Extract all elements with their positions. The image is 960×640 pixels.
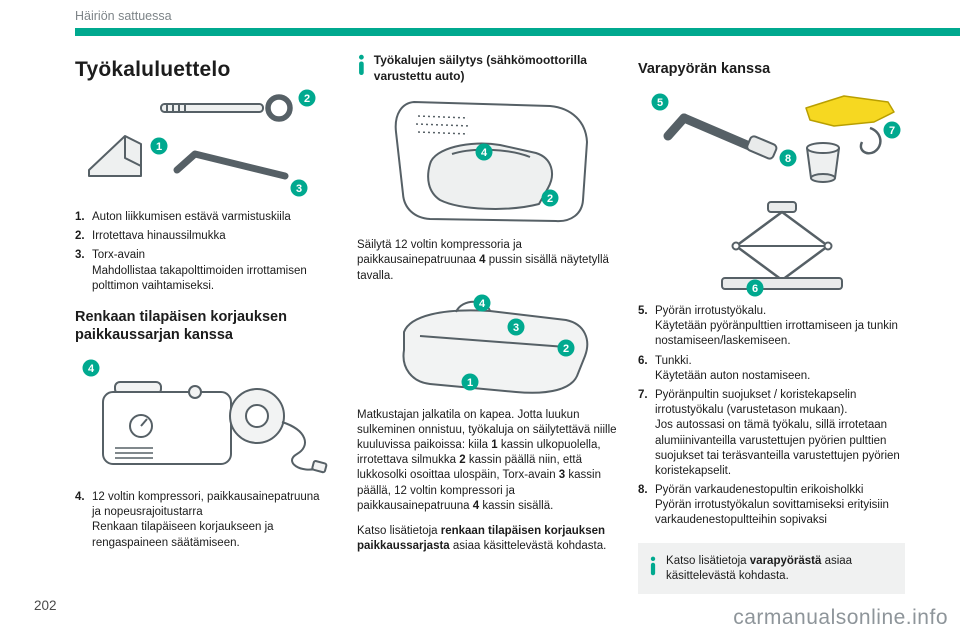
spare-wheel-info-box: Katso lisätietoja varapyörästä asiaa käs… bbox=[638, 542, 905, 594]
storage-info-title: Työkalujen säilytys (sähkömoottorilla va… bbox=[373, 53, 587, 83]
column-spare-wheel: Varapyörän kanssa 5 bbox=[638, 48, 905, 594]
badge-1: 1 bbox=[150, 137, 168, 155]
item-text-sub: Käytetään auton nostamiseen. bbox=[655, 369, 811, 382]
badge-4-number: 4 bbox=[479, 298, 486, 310]
badge-2-number: 2 bbox=[563, 343, 569, 355]
item-text-sub: Käytetään pyöränpulttien irrottamiseen j… bbox=[655, 320, 898, 348]
badge-6: 6 bbox=[746, 279, 764, 297]
badge-2-number: 2 bbox=[547, 193, 553, 205]
item-text-main: Torx-avain bbox=[92, 249, 146, 262]
item-number: 6. bbox=[638, 354, 648, 367]
item-text: Tunkki. Käytetään auton nostamiseen. bbox=[655, 354, 905, 384]
compressor-illustration: 4 bbox=[82, 359, 328, 474]
badge-2: 2 bbox=[557, 339, 575, 357]
list-item-8: 8. Pyörän varkaudenestopultin erikoishol… bbox=[638, 483, 905, 529]
item-text: Auton liikkumisen estävä varmistuskiila bbox=[92, 211, 291, 223]
list-item-6: 6. Tunkki. Käytetään auton nostamiseen. bbox=[638, 354, 905, 384]
item-text-main: Pyöränpultin suojukset / koristekapselin… bbox=[655, 388, 857, 417]
badge-1-number: 1 bbox=[156, 141, 162, 153]
spare-wheel-heading: Varapyörän kanssa bbox=[638, 61, 771, 77]
see-also-spare-wheel: Katso lisätietoja varapyörästä asiaa käs… bbox=[666, 554, 853, 582]
item-text: Pyöränpultin suojukset / koristekapselin… bbox=[655, 388, 905, 479]
tools-illustration: 1 2 3 bbox=[88, 89, 316, 197]
item-text-main: 12 voltin kompressori, paikkausainepatru… bbox=[92, 491, 320, 519]
badge-3-number: 3 bbox=[296, 183, 302, 195]
item-text: Pyörän irrotustyökalu. Käytetään pyöränp… bbox=[655, 304, 905, 350]
header-rule bbox=[75, 28, 960, 36]
badge-1: 1 bbox=[461, 373, 479, 391]
item-text-sub: Renkaan tilapäiseen korjaukseen ja renga… bbox=[92, 521, 274, 549]
badge-2-number: 2 bbox=[304, 93, 310, 105]
item-number: 2. bbox=[75, 230, 85, 243]
list-item-1: 1. Auton liikkumisen estävä varmistuskii… bbox=[75, 210, 328, 225]
item-text-sub: Pyörän irrotustyökalun sovittamiseksi er… bbox=[655, 499, 889, 527]
badge-5-number: 5 bbox=[657, 97, 663, 109]
list-item-5: 5. Pyörän irrotustyökalu. Käytetään pyör… bbox=[638, 304, 905, 350]
storage-info-header: Työkalujen säilytys (sähkömoottorilla va… bbox=[357, 52, 619, 84]
see-also-repair-kit: Katso lisätietoja renkaan tilapäisen kor… bbox=[357, 524, 607, 553]
info-icon bbox=[358, 54, 364, 76]
item-number: 1. bbox=[75, 211, 85, 223]
list-item-3: 3. Torx-avain Mahdollistaa takapolttimoi… bbox=[75, 248, 328, 294]
item-number: 5. bbox=[638, 305, 648, 318]
item-text-main: Pyörän irrotustyökalu. bbox=[655, 305, 767, 318]
item-text-main: Tunkki. bbox=[655, 354, 692, 367]
badge-8: 8 bbox=[779, 149, 797, 167]
item-text: Irrotettava hinaussilmukka bbox=[92, 230, 226, 243]
badge-3-number: 3 bbox=[513, 322, 519, 334]
item-text-main: Pyörän varkaudenestopultin erikoisholkki bbox=[655, 484, 864, 497]
badge-8-number: 8 bbox=[785, 153, 791, 165]
item-text: Pyörän varkaudenestopultin erikoisholkki… bbox=[655, 483, 905, 529]
tool-bag-illustration: 4 3 2 1 bbox=[402, 294, 589, 394]
column-tool-list: Työkaluluettelo 1 2 bbox=[75, 48, 328, 555]
item-text-sub: Mahdollistaa takapolttimoiden irrottamis… bbox=[92, 264, 307, 292]
badge-4: 4 bbox=[473, 294, 491, 312]
item-text: 12 voltin kompressori, paikkausainepatru… bbox=[92, 490, 328, 551]
badge-6-number: 6 bbox=[752, 283, 758, 295]
item-text-sub: Jos autossasi on tämä työkalu, sillä irr… bbox=[655, 419, 900, 477]
info-icon bbox=[650, 556, 656, 575]
item-number: 3. bbox=[75, 249, 85, 262]
badge-2: 2 bbox=[541, 189, 559, 207]
list-item-2: 2. Irrotettava hinaussilmukka bbox=[75, 229, 328, 244]
badge-3: 3 bbox=[290, 179, 308, 197]
badge-4-number: 4 bbox=[88, 363, 95, 375]
page-number: 202 bbox=[34, 598, 57, 613]
storage-paragraph: Säilytä 12 voltin kompressoria ja paikka… bbox=[357, 239, 609, 282]
badge-1-number: 1 bbox=[467, 377, 473, 389]
badge-3: 3 bbox=[507, 318, 525, 336]
badge-4: 4 bbox=[82, 359, 100, 377]
badge-4: 4 bbox=[475, 143, 493, 161]
trunk-storage-illustration: 4 2 bbox=[394, 101, 588, 223]
badge-7-number: 7 bbox=[889, 125, 895, 137]
list-item-4: 4. 12 voltin kompressori, paikkausainepa… bbox=[75, 490, 328, 551]
item-number: 8. bbox=[638, 484, 648, 497]
column-storage: Työkalujen säilytys (sähkömoottorilla va… bbox=[357, 48, 619, 560]
item-number: 7. bbox=[638, 388, 648, 401]
badge-4-number: 4 bbox=[481, 147, 488, 159]
section-label: Häiriön sattuessa bbox=[75, 9, 172, 23]
badge-5: 5 bbox=[651, 93, 669, 111]
badge-2: 2 bbox=[298, 89, 316, 107]
repair-kit-heading: Renkaan tilapäisen korjauksen paikkaussa… bbox=[75, 308, 287, 343]
spare-wheel-tools-illustration: 5 7 8 6 bbox=[651, 93, 901, 297]
item-text: Torx-avain Mahdollistaa takapolttimoiden… bbox=[92, 248, 328, 294]
item-number: 4. bbox=[75, 491, 85, 504]
page-title: Työkaluluettelo bbox=[75, 58, 231, 81]
badge-7: 7 bbox=[883, 121, 901, 139]
watermark: carmanualsonline.info bbox=[733, 606, 948, 629]
list-item-7: 7. Pyöränpultin suojukset / koristekapse… bbox=[638, 388, 905, 479]
footwell-paragraph: Matkustajan jalkatila on kapea. Jotta lu… bbox=[357, 408, 617, 512]
